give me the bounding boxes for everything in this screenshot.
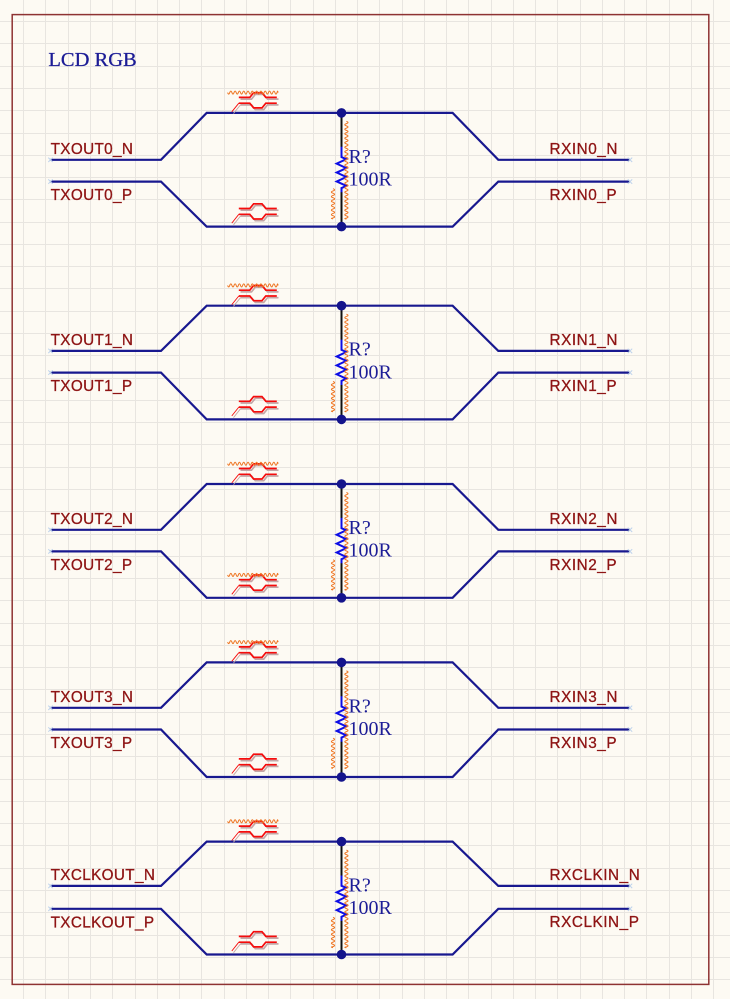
svg-text:RXIN2_N: RXIN2_N <box>550 511 618 528</box>
svg-text:100R: 100R <box>349 361 393 383</box>
svg-text:RXCLKIN_P: RXCLKIN_P <box>550 914 640 931</box>
svg-text:LCD RGB: LCD RGB <box>48 49 136 71</box>
svg-text:RXIN0_P: RXIN0_P <box>550 187 618 204</box>
svg-text:TXOUT3_N: TXOUT3_N <box>51 689 134 706</box>
svg-text:R?: R? <box>349 875 371 897</box>
svg-text:TXOUT0_N: TXOUT0_N <box>51 141 134 158</box>
svg-text:RXCLKIN_N: RXCLKIN_N <box>550 867 641 884</box>
svg-text:RXIN1_N: RXIN1_N <box>550 332 618 349</box>
svg-text:RXIN3_P: RXIN3_P <box>550 735 618 752</box>
svg-text:RXIN1_P: RXIN1_P <box>550 378 618 395</box>
svg-text:TXCLKOUT_N: TXCLKOUT_N <box>51 867 156 884</box>
svg-text:R?: R? <box>349 146 371 168</box>
svg-text:RXIN3_N: RXIN3_N <box>550 689 618 706</box>
svg-text:R?: R? <box>349 695 371 717</box>
svg-text:100R: 100R <box>349 897 393 919</box>
svg-text:TXOUT3_P: TXOUT3_P <box>51 735 133 752</box>
svg-text:100R: 100R <box>349 169 393 191</box>
svg-text:TXOUT2_P: TXOUT2_P <box>51 557 133 574</box>
svg-text:TXOUT1_P: TXOUT1_P <box>51 378 133 395</box>
svg-text:R?: R? <box>349 517 371 539</box>
svg-text:RXIN0_N: RXIN0_N <box>550 141 618 158</box>
svg-text:TXCLKOUT_P: TXCLKOUT_P <box>51 914 155 931</box>
svg-text:TXOUT1_N: TXOUT1_N <box>51 332 134 349</box>
svg-text:100R: 100R <box>349 718 393 740</box>
svg-text:TXOUT0_P: TXOUT0_P <box>51 187 133 204</box>
svg-text:R?: R? <box>349 339 371 361</box>
svg-text:TXOUT2_N: TXOUT2_N <box>51 511 134 528</box>
svg-text:100R: 100R <box>349 540 393 562</box>
svg-text:RXIN2_P: RXIN2_P <box>550 557 618 574</box>
